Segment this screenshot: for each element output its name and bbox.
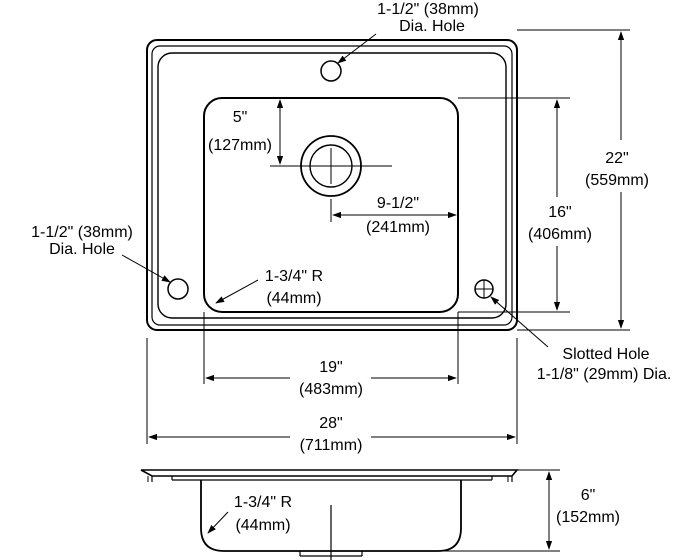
sink-top-view (146, 39, 518, 331)
left-faucet-hole (167, 278, 189, 300)
depth-metric: (152mm) (556, 509, 620, 526)
depth-value: 6" (581, 487, 596, 504)
drain-to-side-metric: (241mm) (366, 219, 430, 236)
overall-length-metric: (559mm) (585, 172, 649, 189)
extension-lines (146, 29, 630, 552)
side-radius-metric: (44mm) (235, 517, 290, 534)
left-hole-label-1: 1-1/2" (38mm) (31, 224, 133, 241)
overall-length-value: 22" (605, 150, 628, 167)
drain (270, 135, 392, 222)
slotted-hole-leader (490, 296, 549, 348)
slotted-hole-label-2: 1-1/8" (29mm) Dia. (537, 366, 672, 383)
slotted-hole (474, 279, 494, 299)
bowl-length-value: 16" (548, 204, 571, 221)
overall-width-value: 28" (319, 415, 342, 432)
top-hole-label-1: 1-1/2" (38mm) (377, 1, 479, 18)
drain-to-side-value: 9-1/2" (377, 195, 419, 212)
overall-width-metric: (711mm) (300, 437, 363, 454)
dimension-lines (148, 31, 625, 550)
bowl-radius-value: 1-3/4" R (265, 268, 323, 285)
sink-side-view (140, 469, 519, 560)
bowl-radius-metric: (44mm) (266, 290, 321, 307)
left-hole-leader (121, 254, 171, 283)
side-rim (140, 469, 519, 477)
drain-offset-metric: (127mm) (208, 137, 272, 154)
side-radius-leader (207, 511, 229, 534)
sink-rim-inner (151, 45, 513, 326)
bowl-width-value: 19" (319, 359, 342, 376)
bowl-width-metric: (483mm) (299, 381, 363, 398)
drain-offset-value: 5" (233, 109, 248, 126)
side-radius-value: 1-3/4" R (234, 494, 292, 511)
sink-bowl (203, 97, 459, 313)
bowl-radius-leader (215, 279, 259, 304)
top-hole-label-2: Dia. Hole (399, 18, 465, 35)
leader-lines (121, 33, 549, 348)
dimension-labels: 1-1/2" (38mm) Dia. Hole 1-1/2" (38mm) Di… (31, 1, 671, 534)
top-faucet-hole (320, 60, 342, 82)
top-hole-leader (337, 33, 377, 64)
sink-outer-rim (146, 39, 518, 331)
bowl-length-metric: (406mm) (528, 226, 592, 243)
left-hole-label-2: Dia. Hole (49, 241, 115, 258)
slotted-hole-label-1: Slotted Hole (562, 346, 649, 363)
sink-deck (157, 52, 507, 319)
